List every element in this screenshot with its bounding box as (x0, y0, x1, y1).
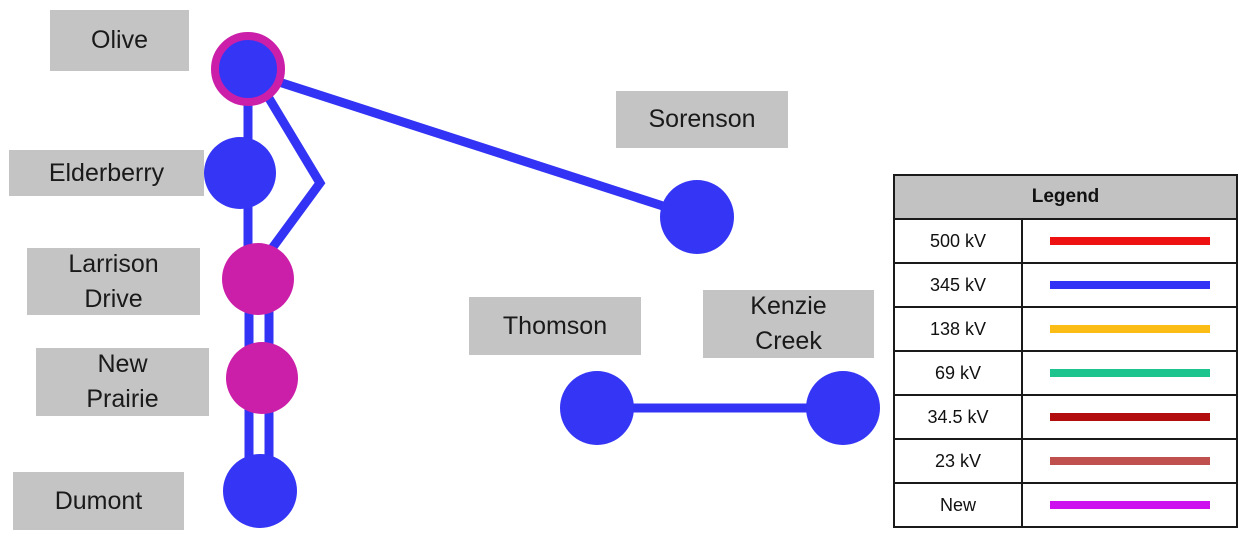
node-elderberry[interactable] (204, 137, 276, 209)
legend-line-swatch (1049, 280, 1210, 289)
legend-line-swatch (1049, 500, 1210, 509)
legend-row: 69 kV (893, 350, 1238, 396)
node-thomson[interactable] (560, 371, 634, 445)
line-olive-larrison-bypass (254, 77, 326, 265)
legend-line-swatch (1049, 368, 1210, 377)
legend-voltage-label: 23 kV (893, 438, 1023, 484)
legend-title: Legend (893, 174, 1238, 220)
legend-line-swatch (1049, 236, 1210, 245)
legend-row: New (893, 482, 1238, 528)
label-sorenson: Sorenson (616, 91, 788, 148)
legend-voltage-label: 345 kV (893, 262, 1023, 308)
legend-voltage-label: 500 kV (893, 218, 1023, 264)
label-dumont: Dumont (13, 472, 184, 530)
node-new-prairie[interactable] (226, 342, 298, 414)
node-larrison-drive[interactable] (222, 243, 294, 315)
legend-row: 23 kV (893, 438, 1238, 484)
legend-swatch-cell (1021, 394, 1238, 440)
node-dumont[interactable] (223, 454, 297, 528)
label-kenzie-creek: Kenzie Creek (703, 290, 874, 358)
legend-swatch-cell (1021, 306, 1238, 352)
node-sorenson[interactable] (660, 180, 734, 254)
legend-row: 34.5 kV (893, 394, 1238, 440)
legend-voltage-label: 69 kV (893, 350, 1023, 396)
legend-row: 345 kV (893, 262, 1238, 308)
legend-line-swatch (1049, 412, 1210, 421)
legend-swatch-cell (1021, 262, 1238, 308)
label-larrison-drive: Larrison Drive (27, 248, 200, 315)
legend-swatch-cell (1021, 438, 1238, 484)
legend-voltage-label: New (893, 482, 1023, 528)
legend-line-swatch (1049, 324, 1210, 333)
label-olive: Olive (50, 10, 189, 71)
node-kenzie-creek[interactable] (806, 371, 880, 445)
legend-swatch-cell (1021, 218, 1238, 264)
label-thomson: Thomson (469, 297, 641, 355)
legend-line-swatch (1049, 456, 1210, 465)
label-new-prairie: New Prairie (36, 348, 209, 416)
legend-swatch-cell (1021, 482, 1238, 528)
legend-row: 500 kV (893, 218, 1238, 264)
node-olive[interactable] (211, 32, 285, 106)
legend-row: 138 kV (893, 306, 1238, 352)
legend-voltage-label: 138 kV (893, 306, 1023, 352)
legend-swatch-cell (1021, 350, 1238, 396)
legend-voltage-label: 34.5 kV (893, 394, 1023, 440)
line-olive-sorenson (246, 67, 699, 222)
label-elderberry: Elderberry (9, 150, 204, 196)
